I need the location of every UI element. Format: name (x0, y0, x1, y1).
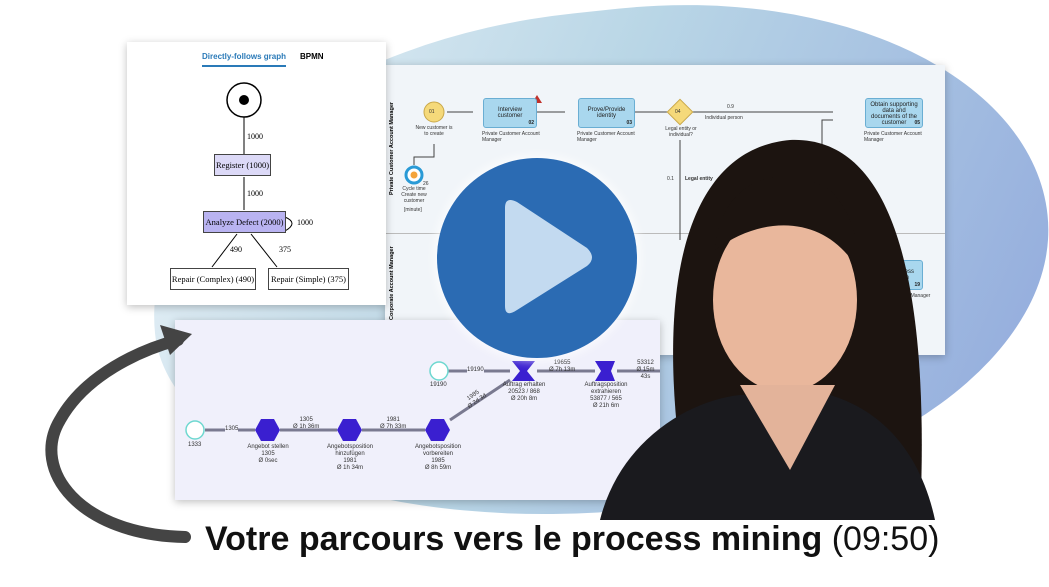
flow-label: Legal entity (685, 176, 713, 182)
edge-label: 490 (230, 245, 242, 254)
play-button[interactable] (437, 158, 637, 358)
flow-label: Individual person (705, 115, 743, 121)
start-count: 1333 (188, 442, 202, 448)
edge-label: 1305 (225, 426, 239, 433)
start-event-id: 01 (429, 109, 435, 115)
edge-label: 375 (279, 245, 291, 254)
start-event-label: New customer is to create (415, 125, 453, 137)
edge-label: 1000 (247, 189, 263, 198)
curved-arrow-icon (45, 325, 192, 543)
dfg-node-analyze-defect[interactable]: Analyze Defect (2000) (203, 211, 286, 233)
dfg-node-repair-complex[interactable]: Repair (Complex) (490) (170, 268, 256, 290)
flow-probability: 0.1 (667, 176, 674, 182)
tab-bpmn[interactable]: BPMN (300, 52, 324, 61)
task-obtain-supporting-data[interactable]: Obtain supporting data and documents of … (865, 98, 923, 128)
flow-probability: 0.9 (727, 104, 734, 110)
video-caption: Votre parcours vers le process mining (0… (205, 520, 939, 559)
dfg-node-repair-simple[interactable]: Repair (Simple) (375) (268, 268, 349, 290)
gateway-id: 04 (675, 109, 681, 115)
task-role: Private Customer Account Manager (864, 131, 922, 143)
timer-label: Cycle time Create new customer (401, 186, 427, 204)
edge-label: 1000 (297, 218, 313, 227)
timer-number: 26 (423, 181, 429, 187)
dfg-edges (211, 82, 293, 268)
start-count: 19190 (430, 382, 447, 388)
play-icon (505, 200, 592, 314)
video-duration: (09:50) (831, 520, 940, 558)
video-title: Votre parcours vers le process mining (205, 520, 823, 558)
task-role: ...ation Account Manager (875, 293, 931, 299)
directly-follows-graph-panel: Directly-follows graph BPMN 1000 Registe… (127, 42, 386, 305)
timer-unit: [minute] (404, 207, 422, 213)
task-role: Private Customer Account Manager (577, 131, 635, 143)
edge-label: 1000 (247, 132, 263, 141)
task-role: Private Customer Account Manager (482, 131, 540, 143)
edge-label: 19190 (467, 367, 484, 374)
gateway-label: Legal entity or individual? (665, 126, 697, 138)
dfg-node-register[interactable]: Register (1000) (214, 154, 271, 176)
tab-directly-follows-graph[interactable]: Directly-follows graph (202, 52, 287, 67)
